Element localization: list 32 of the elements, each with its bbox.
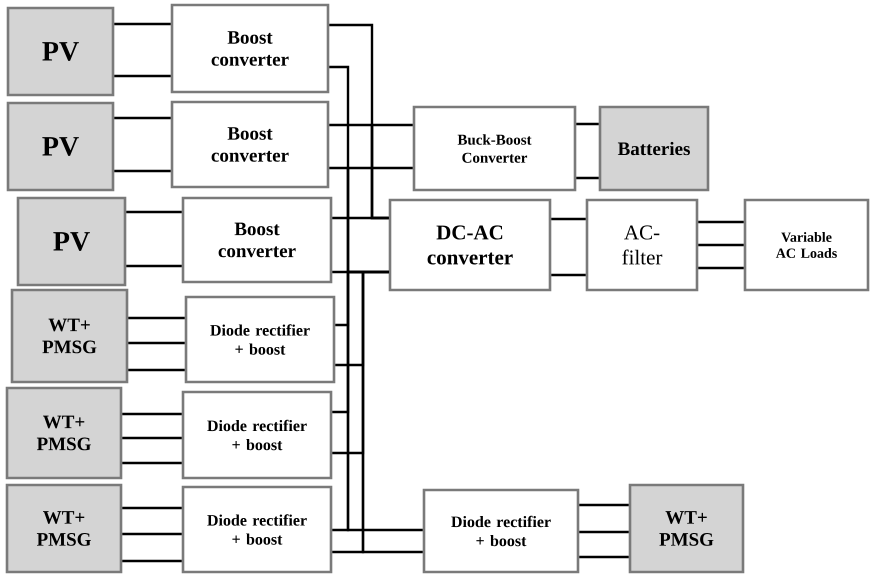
wire bbox=[697, 220, 745, 270]
wire bbox=[125, 210, 183, 268]
wire bbox=[346, 124, 414, 274]
converter-box: Diode rectifier + boost bbox=[182, 390, 332, 480]
wire bbox=[113, 116, 172, 172]
source-box: WT+ PMSG bbox=[628, 484, 744, 574]
wire bbox=[127, 316, 186, 372]
converter-box: Diode rectifier + boost bbox=[182, 486, 332, 574]
wire bbox=[121, 412, 183, 464]
source-box: WT+ PMSG bbox=[6, 484, 122, 574]
wire bbox=[346, 270, 424, 554]
wire bbox=[578, 504, 630, 558]
converter-box: Boost converter bbox=[170, 100, 330, 188]
wire bbox=[331, 216, 390, 274]
converter-box: Boost converter bbox=[182, 196, 332, 284]
wire bbox=[575, 122, 600, 180]
source-box: PV bbox=[6, 6, 114, 96]
source-box: PV bbox=[16, 196, 126, 286]
converter-box: Diode rectifier + boost bbox=[184, 296, 336, 384]
converter-box: Boost converter bbox=[170, 4, 330, 94]
source-box: WT+ PMSG bbox=[10, 288, 128, 384]
filter-box: AC- filter bbox=[586, 198, 698, 292]
storage-box: Batteries bbox=[598, 106, 710, 192]
source-box: PV bbox=[6, 102, 114, 192]
load-box: Variable AC Loads bbox=[744, 198, 870, 292]
wire bbox=[121, 506, 183, 562]
converter-box: Diode rectifier + boost bbox=[422, 488, 580, 574]
wire bbox=[113, 22, 172, 78]
converter-box: Buck-Boost Converter bbox=[412, 106, 576, 192]
converter-box: DC-AC converter bbox=[388, 198, 552, 292]
wire bbox=[550, 218, 587, 276]
source-box: WT+ PMSG bbox=[6, 386, 122, 480]
